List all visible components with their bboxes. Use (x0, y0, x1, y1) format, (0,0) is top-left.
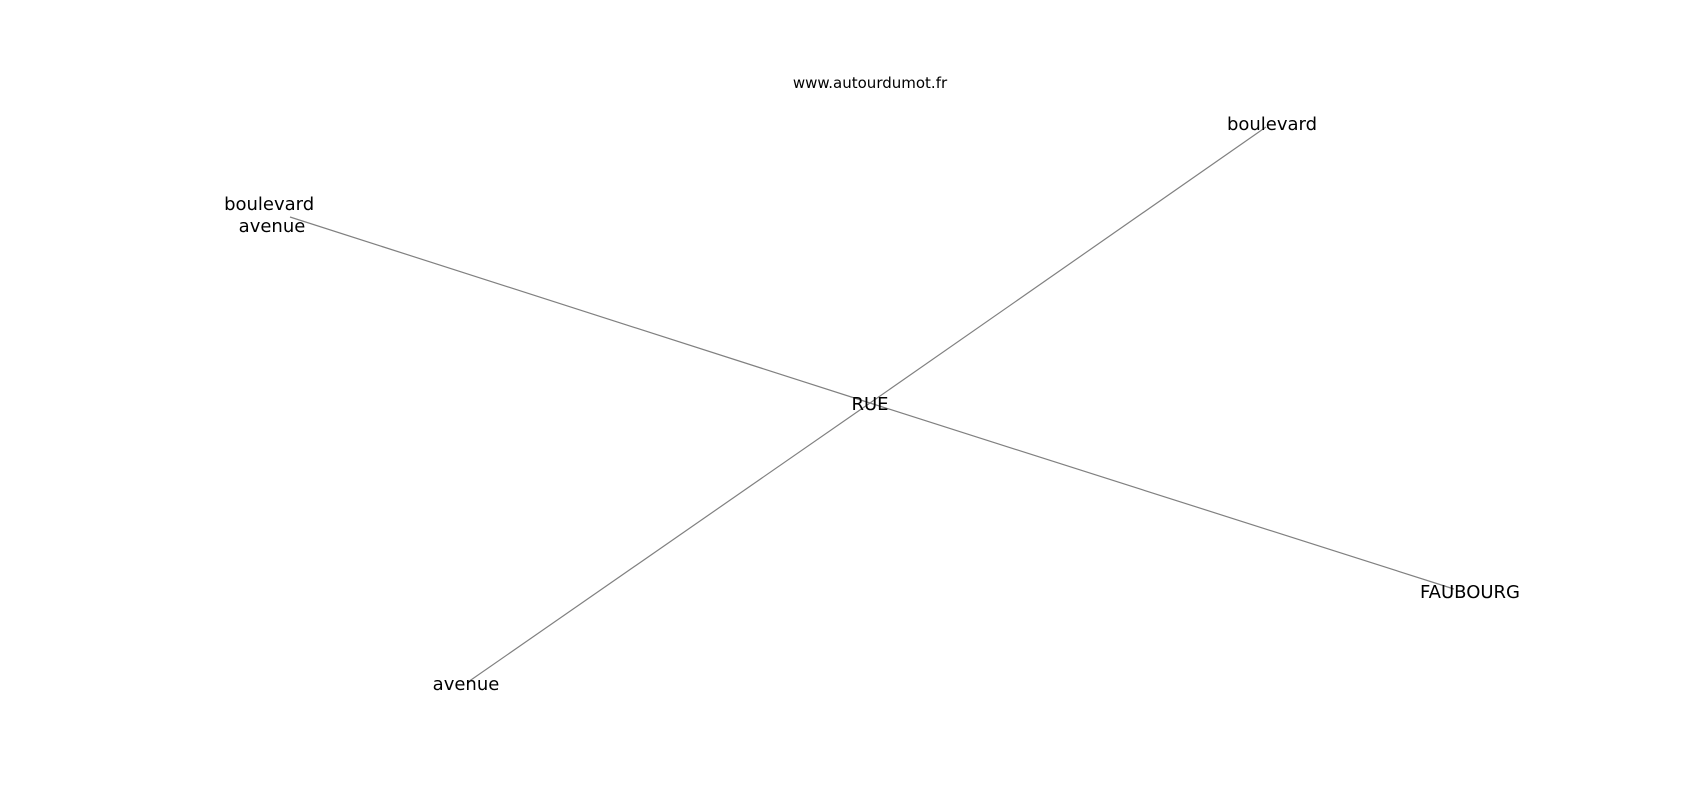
edge-rue-boulevard (869, 126, 1267, 404)
watermark-text: www.autourdumot.fr (793, 74, 948, 92)
edge-rue-boulevard-avenue (289, 216, 871, 404)
node-faubourg: FAUBOURG (1420, 582, 1520, 603)
node-rue: RUE (851, 394, 888, 415)
node-boulevard-avenue: boulevard avenue (224, 194, 320, 237)
node-avenue: avenue (433, 674, 500, 695)
node-boulevard-avenue-line-2: avenue (239, 216, 306, 237)
node-boulevard: boulevard (1227, 114, 1317, 135)
node-boulevard-avenue-line-1: boulevard (224, 194, 314, 215)
edges-layer (289, 126, 1455, 683)
edge-rue-avenue (467, 402, 871, 683)
edge-rue-faubourg (869, 402, 1455, 590)
nodes-layer: RUE boulevard boulevard avenue avenue FA… (224, 114, 1520, 695)
